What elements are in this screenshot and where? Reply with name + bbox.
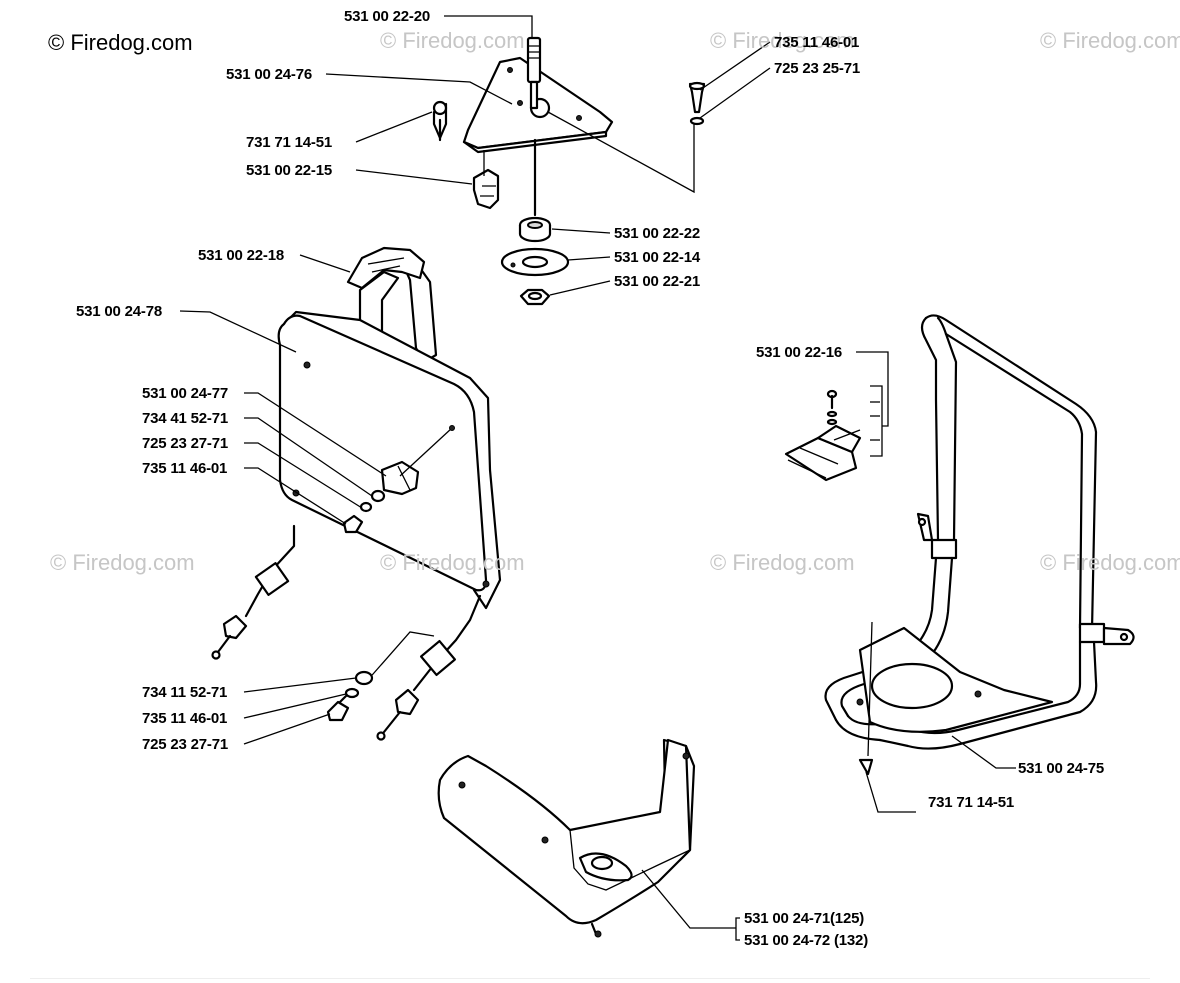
backrest-assembly — [211, 246, 502, 741]
part-label: 531 00 24-77 — [142, 385, 229, 402]
bottom-divider — [30, 978, 1150, 979]
part-label: 731 71 14-51 — [246, 134, 333, 151]
part-label: 735 11 46-01 — [142, 710, 228, 727]
foot-plate — [437, 738, 692, 925]
part-label: 531 00 22-20 — [344, 8, 431, 25]
part-label: 725 23 25-71 — [774, 60, 861, 77]
part-label: 531 00 24-72 (132) — [744, 932, 868, 949]
part-label: 531 00 24-76 — [226, 66, 313, 83]
faint-watermark: © Firedog.com — [1040, 550, 1180, 575]
part-label: 531 00 22-21 — [614, 273, 701, 290]
part-label: 734 11 52-71 — [142, 684, 228, 701]
faint-watermark: © Firedog.com — [380, 28, 525, 53]
foot-plate-assembly — [437, 738, 696, 938]
part-label: 531 00 24-71(125) — [744, 910, 865, 927]
faint-watermark: © Firedog.com — [710, 550, 855, 575]
top-bracket — [346, 246, 426, 290]
faint-watermark: © Firedog.com — [710, 28, 855, 53]
part-label: 531 00 22-16 — [756, 344, 843, 361]
part-label: 725 23 27-71 — [142, 435, 229, 452]
part-label: 731 71 14-51 — [928, 794, 1015, 811]
faint-watermark: © Firedog.com — [50, 550, 195, 575]
part-label: 735 11 46-01 — [142, 460, 228, 477]
tubular-frame-assembly — [784, 314, 1135, 776]
part-label: 725 23 27-71 — [142, 736, 229, 753]
faint-watermark: © Firedog.com — [380, 550, 525, 575]
swivel-plate-assembly — [432, 36, 706, 306]
part-label: 531 00 22-15 — [246, 162, 333, 179]
part-label: 531 00 22-14 — [614, 249, 701, 266]
part-label: 531 00 22-22 — [614, 225, 701, 242]
part-label: 531 00 24-78 — [76, 303, 163, 320]
part-label: 531 00 24-75 — [1018, 760, 1105, 777]
part-label: 531 00 22-18 — [198, 247, 285, 264]
part-label: 735 11 46-01 — [774, 34, 860, 51]
faint-watermark: © Firedog.com — [1040, 28, 1180, 53]
brand-watermark: © Firedog.com — [48, 30, 193, 55]
part-label: 734 41 52-71 — [142, 410, 229, 427]
leader-lines — [179, 15, 1016, 941]
